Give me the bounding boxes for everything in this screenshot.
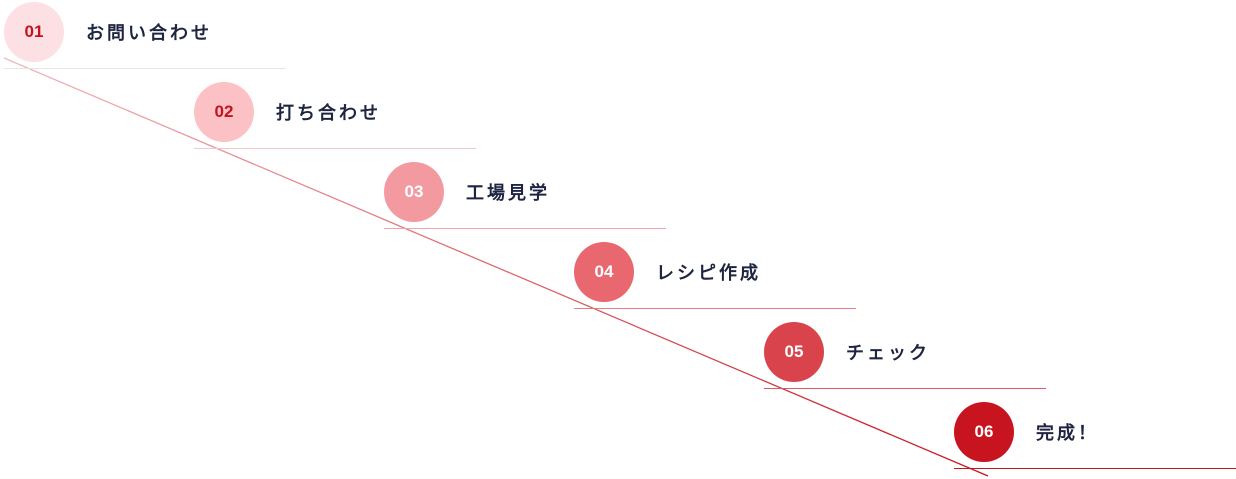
step-number: 05 <box>784 342 804 361</box>
process-step-06: 06 完成！ <box>954 402 1236 470</box>
step-underline <box>574 308 856 309</box>
process-step-04: 04 レシピ作成 <box>574 242 856 310</box>
step-underline <box>194 148 476 149</box>
step-number-badge: 04 <box>574 242 634 302</box>
step-number-badge: 02 <box>194 82 254 142</box>
step-number: 02 <box>214 102 234 121</box>
step-number: 03 <box>404 182 424 201</box>
step-number-badge: 03 <box>384 162 444 222</box>
process-step-01: 01 お問い合わせ <box>4 2 286 70</box>
process-step-05: 05 チェック <box>764 322 1046 390</box>
step-label: チェック <box>846 343 930 364</box>
step-label: 打ち合わせ <box>276 103 381 124</box>
step-number-badge: 06 <box>954 402 1014 462</box>
step-underline <box>384 228 666 229</box>
step-number: 01 <box>24 22 44 41</box>
step-underline <box>764 388 1046 389</box>
step-number: 04 <box>594 262 614 281</box>
step-number-badge: 01 <box>4 2 64 62</box>
step-label: 工場見学 <box>466 183 550 204</box>
step-label: お問い合わせ <box>86 23 212 44</box>
step-number-badge: 05 <box>764 322 824 382</box>
step-label: レシピ作成 <box>656 263 761 284</box>
step-label: 完成！ <box>1036 423 1099 444</box>
process-step-02: 02 打ち合わせ <box>194 82 476 150</box>
process-step-03: 03 工場見学 <box>384 162 666 230</box>
step-underline <box>954 468 1236 469</box>
step-underline <box>4 68 286 69</box>
step-number: 06 <box>974 422 994 441</box>
